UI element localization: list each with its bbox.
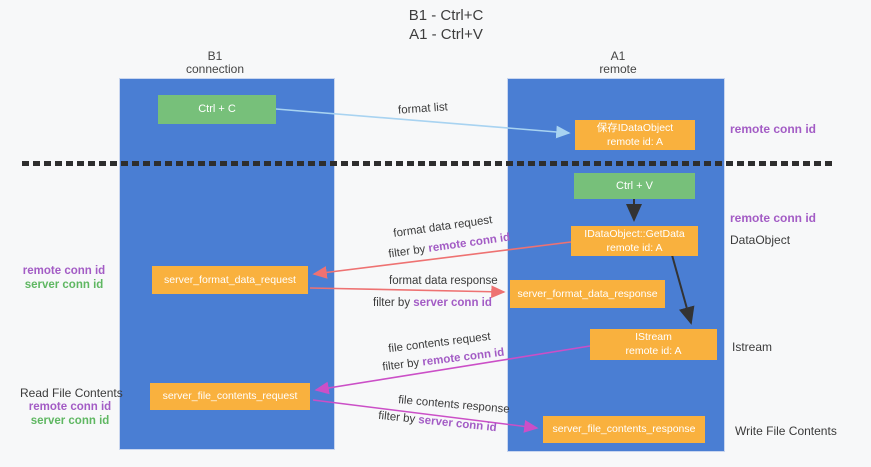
save-idataobject-line2: remote id: A bbox=[606, 136, 664, 148]
file-contents-response-filter-label: filter by server conn id bbox=[378, 410, 497, 434]
lifeline-b1-name: B1 bbox=[207, 49, 223, 63]
server-format-data-response-node: server_format_data_response bbox=[510, 280, 665, 308]
save-idataobject-line1: 保存IDataObject bbox=[596, 122, 674, 134]
lifeline-a1-role: remote bbox=[599, 62, 637, 76]
format-data-response-arrow bbox=[309, 285, 506, 299]
format-data-response-filter-label: filter by server conn id bbox=[373, 297, 492, 309]
write-file-contents-label: Write File Contents bbox=[735, 424, 837, 438]
lifeline-a1-name: A1 bbox=[610, 49, 626, 63]
filter-by-text: filter by bbox=[377, 409, 419, 426]
machine-boundary-dashed-line bbox=[22, 161, 833, 166]
filter-by-text: filter by bbox=[387, 242, 430, 261]
istream-label: Istream bbox=[732, 340, 773, 354]
getdata-line2: remote id: A bbox=[606, 242, 663, 254]
lifeline-header-b1: B1 connection bbox=[155, 50, 275, 76]
remote-conn-id-label-format-left: remote conn id bbox=[22, 265, 106, 277]
format-list-label: format list bbox=[397, 101, 449, 117]
server-conn-id-text: server conn id bbox=[413, 297, 492, 309]
idataobject-getdata-node: IDataObject::GetData remote id: A bbox=[571, 226, 698, 256]
ctrl-v-node: Ctrl + V bbox=[574, 173, 695, 199]
ctrl-c-node: Ctrl + C bbox=[158, 95, 276, 124]
server-format-data-request-node: server_format_data_request bbox=[152, 266, 308, 294]
istream-line2: remote id: A bbox=[625, 345, 682, 357]
title-line-2: A1 - Ctrl+V bbox=[409, 26, 483, 43]
server-file-contents-response-node: server_file_contents_response bbox=[543, 416, 705, 443]
left-conn-ids-file: Read File Contents remote conn id server… bbox=[20, 386, 123, 428]
format-data-response-label: format data response bbox=[389, 275, 498, 287]
left-conn-ids-format: remote conn id server conn id bbox=[22, 264, 106, 292]
getdata-line1: IDataObject::GetData bbox=[584, 228, 685, 240]
server-file-contents-request-node: server_file_contents_request bbox=[150, 383, 310, 410]
lifeline-header-a1: A1 remote bbox=[558, 50, 678, 76]
lifeline-b1-role: connection bbox=[185, 62, 245, 76]
istream-line1: IStream bbox=[635, 331, 672, 343]
dataobject-label: DataObject bbox=[730, 233, 791, 247]
remote-conn-id-text: remote conn id bbox=[427, 231, 511, 255]
diagram-title: B1 - Ctrl+C A1 - Ctrl+V bbox=[336, 6, 556, 44]
filter-by-text: filter by bbox=[373, 297, 414, 309]
filter-by-text: filter by bbox=[381, 356, 424, 374]
remote-conn-id-label-top-right: remote conn id bbox=[730, 122, 817, 136]
read-file-contents-label: Read File Contents bbox=[20, 386, 123, 400]
server-conn-id-label-format-left: server conn id bbox=[24, 279, 104, 291]
istream-node: IStream remote id: A bbox=[590, 329, 717, 360]
server-conn-id-text: server conn id bbox=[417, 414, 498, 435]
remote-conn-id-text: remote conn id bbox=[421, 346, 505, 369]
remote-conn-id-label-getdata: remote conn id bbox=[730, 211, 817, 225]
save-idataobject-node: 保存IDataObject remote id: A bbox=[575, 120, 695, 150]
server-conn-id-label-file-left: server conn id bbox=[30, 415, 110, 427]
title-line-1: B1 - Ctrl+C bbox=[408, 7, 484, 24]
remote-conn-id-label-file-left: remote conn id bbox=[28, 401, 112, 413]
